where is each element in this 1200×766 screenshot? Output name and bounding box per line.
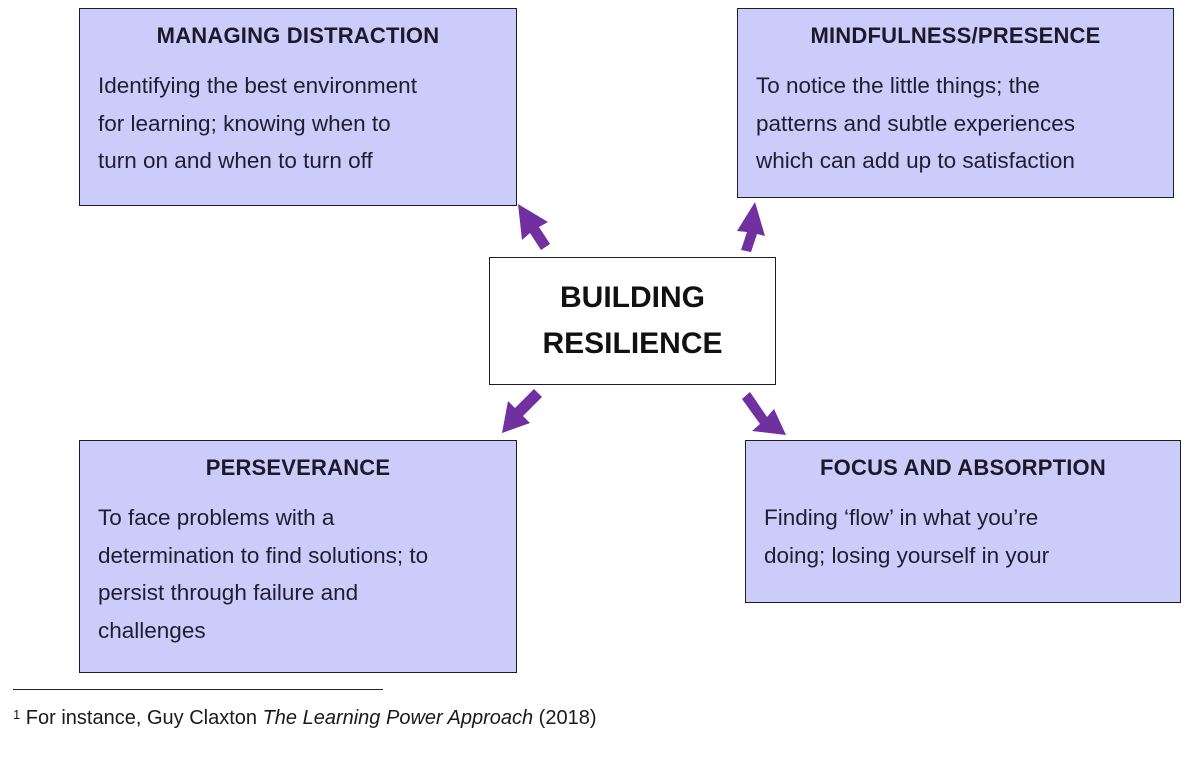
footnote: 1 For instance, Guy Claxton The Learning… [13,707,596,730]
text-line: for learning; knowing when to [98,110,391,136]
focus-absorption-box: FOCUS AND ABSORPTION Finding ‘flow’ in w… [745,440,1181,603]
center-title-line-2: RESILIENCE [542,327,723,360]
text-line: determination to find solutions; to [98,542,429,568]
footnote-separator [13,689,383,690]
text-line: doing; losing yourself in your [764,542,1050,568]
building-resilience-box: BUILDING RESILIENCE [489,257,776,385]
text-line: patterns and subtle experiences [756,110,1075,136]
mindfulness-presence-text: To notice the little things; the pattern… [738,67,1173,180]
footnote-year: (2018) [533,707,597,729]
focus-absorption-text: Finding ‘flow’ in what you’re doing; los… [746,499,1180,579]
text-line: To face problems with a [98,505,335,530]
footnote-book-title: The Learning Power Approach [262,707,534,729]
perseverance-title: PERSEVERANCE [205,455,391,480]
text-line: To notice the little things; the [756,73,1040,98]
center-title-line-1: BUILDING [560,281,705,314]
arrow-up-right-icon [737,202,765,252]
arrow-down-right-icon [742,392,786,435]
text-line: persist through failure and [98,580,359,605]
arrow-up-left-icon [518,204,550,250]
mindfulness-presence-box: MINDFULNESS/PRESENCE To notice the littl… [737,8,1174,198]
focus-absorption-title: FOCUS AND ABSORPTION [820,455,1106,480]
text-line: Identifying the best environment [98,73,417,98]
footnote-marker: 1 [13,707,21,722]
text-line: turn on and when to turn off [98,148,373,173]
mindfulness-presence-title: MINDFULNESS/PRESENCE [810,23,1101,48]
text-line: challenges [98,617,206,643]
perseverance-box: PERSEVERANCE To face problems with a det… [79,440,517,673]
text-line: Finding ‘flow’ in what you’re [764,505,1039,530]
text-line: learning [764,574,1162,579]
footnote-text: For instance, Guy Claxton [20,707,263,729]
text-line: which can add up to satisfaction [756,148,1075,173]
managing-distraction-title: MANAGING DISTRACTION [156,23,440,48]
managing-distraction-text: Identifying the best environment for lea… [80,67,516,180]
perseverance-text: To face problems with a determination to… [80,499,516,649]
arrow-down-left-icon [502,389,542,433]
managing-distraction-box: MANAGING DISTRACTION Identifying the bes… [79,8,517,206]
